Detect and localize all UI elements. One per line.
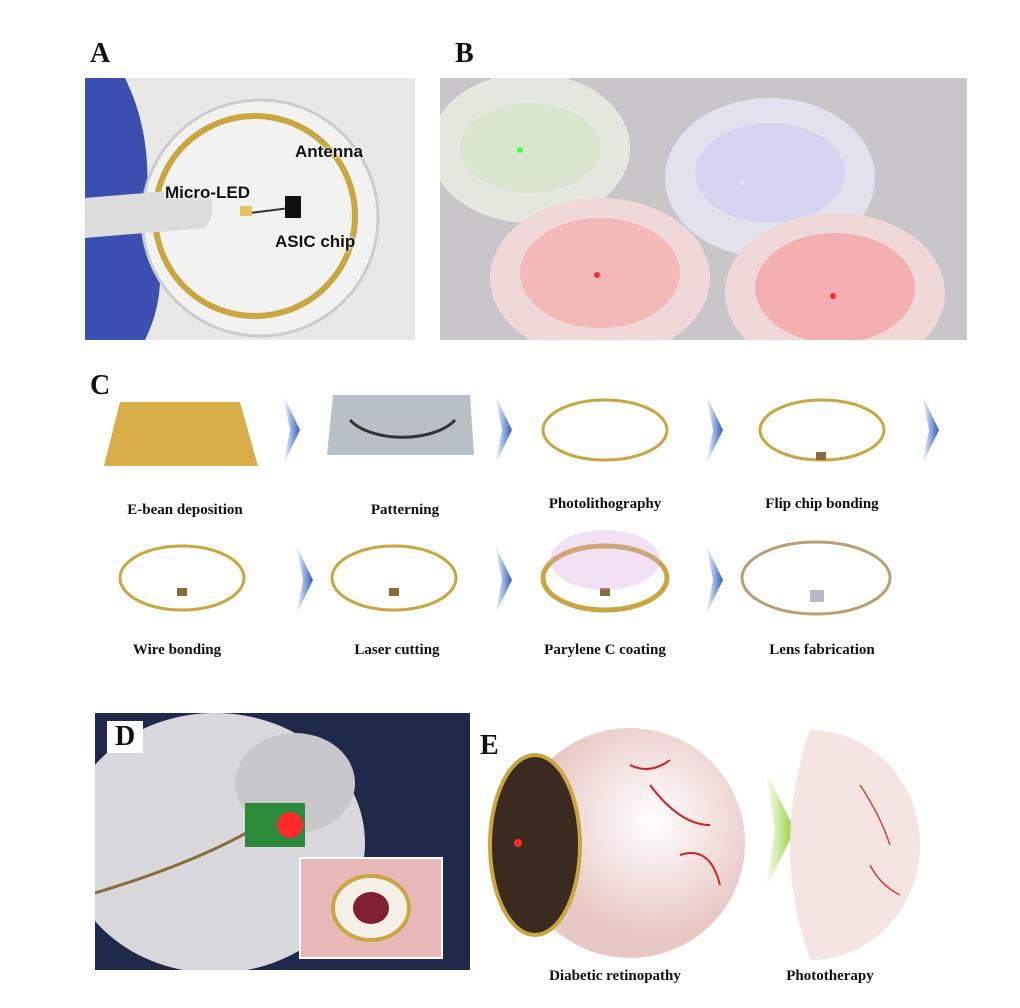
antenna-annotation: Antenna: [295, 142, 363, 161]
eye-phototherapy-illustration: [488, 728, 920, 960]
step-label: Lens fabrication: [769, 642, 875, 658]
step-label: Parylene C coating: [544, 642, 666, 658]
panel-d-photo: D: [95, 713, 470, 970]
step-label: Wire bonding: [132, 642, 222, 658]
lens-device-illustration: [85, 78, 380, 340]
fabrication-steps-graphics: [104, 395, 939, 616]
panel-c-label: C: [90, 370, 111, 401]
patterned-wafer-icon: [327, 395, 474, 455]
gold-film-icon: [104, 402, 258, 466]
asic-chip-annotation: ASIC chip: [275, 232, 356, 251]
caption-phototherapy: Phototherapy: [786, 968, 874, 984]
panel-a-label: A: [90, 38, 111, 69]
micro-led-annotation: Micro-LED: [165, 183, 250, 202]
step-label: Photolithography: [548, 496, 662, 512]
step-label: E-bean deposition: [127, 502, 243, 518]
panel-e-label: E: [480, 730, 499, 761]
antenna-ring-icons: [118, 398, 892, 616]
glowing-lenses-illustration: [440, 78, 945, 340]
process-arrows: [283, 395, 939, 615]
panel-b-photo: [440, 78, 967, 340]
step-label: Patterning: [370, 502, 440, 518]
panel-b-label: B: [455, 38, 474, 69]
panel-a-photo: Antenna Micro-LED ASIC chip: [85, 78, 415, 340]
panel-d-label: D: [107, 721, 144, 753]
step-label: Flip chip bonding: [765, 496, 879, 512]
step-label: Laser cutting: [354, 642, 440, 658]
caption-diabetic-retinopathy: Diabetic retinopathy: [549, 968, 681, 984]
rabbit-photo-illustration: [95, 713, 443, 970]
